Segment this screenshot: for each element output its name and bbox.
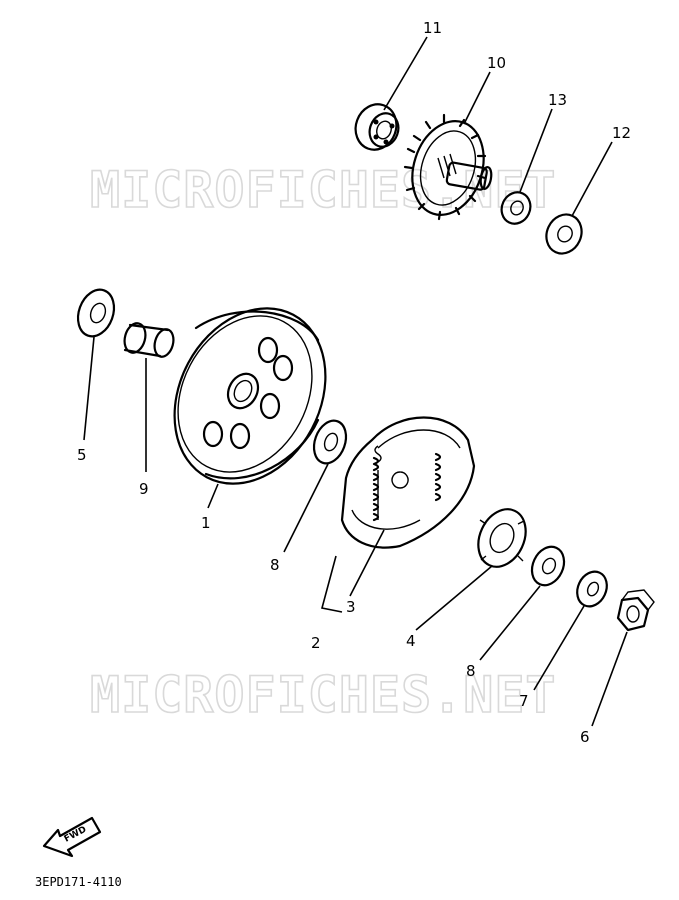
callout-3: 3 [346, 598, 356, 616]
part-8-washer-upper [312, 419, 348, 465]
callout-9: 9 [139, 480, 149, 498]
part-6-nut [616, 589, 655, 632]
callout-2: 2 [311, 634, 321, 652]
part-11-bearing [354, 103, 400, 151]
watermark-bottom: MICROFICHES.NET [90, 666, 557, 724]
callout-10: 10 [487, 54, 506, 72]
callout-4: 4 [406, 632, 416, 650]
part-9-bushing [123, 322, 175, 358]
part-13-washer [500, 191, 532, 225]
diagram-part-number: 3EPD171-4110 [35, 875, 122, 889]
part-7-washer [576, 570, 608, 608]
part-1-clutch-housing [173, 307, 327, 485]
callout-5: 5 [77, 446, 87, 464]
part-4-plate [477, 508, 527, 568]
fwd-arrow-icon: FWD [42, 816, 102, 858]
callout-8-upper: 8 [270, 556, 280, 574]
callout-12: 12 [612, 124, 631, 142]
part-2-clutch-shoe-assembly [340, 416, 476, 549]
part-5-washer [76, 288, 116, 338]
callout-6: 6 [580, 728, 590, 746]
leader-lines [83, 36, 628, 727]
callout-11: 11 [423, 19, 442, 37]
callout-7: 7 [519, 692, 529, 710]
callout-1: 1 [201, 514, 211, 532]
callout-8-lower: 8 [466, 662, 476, 680]
part-8-washer-lower [530, 545, 566, 587]
callout-13: 13 [548, 91, 567, 109]
part-10-gear-shaft [403, 113, 493, 221]
